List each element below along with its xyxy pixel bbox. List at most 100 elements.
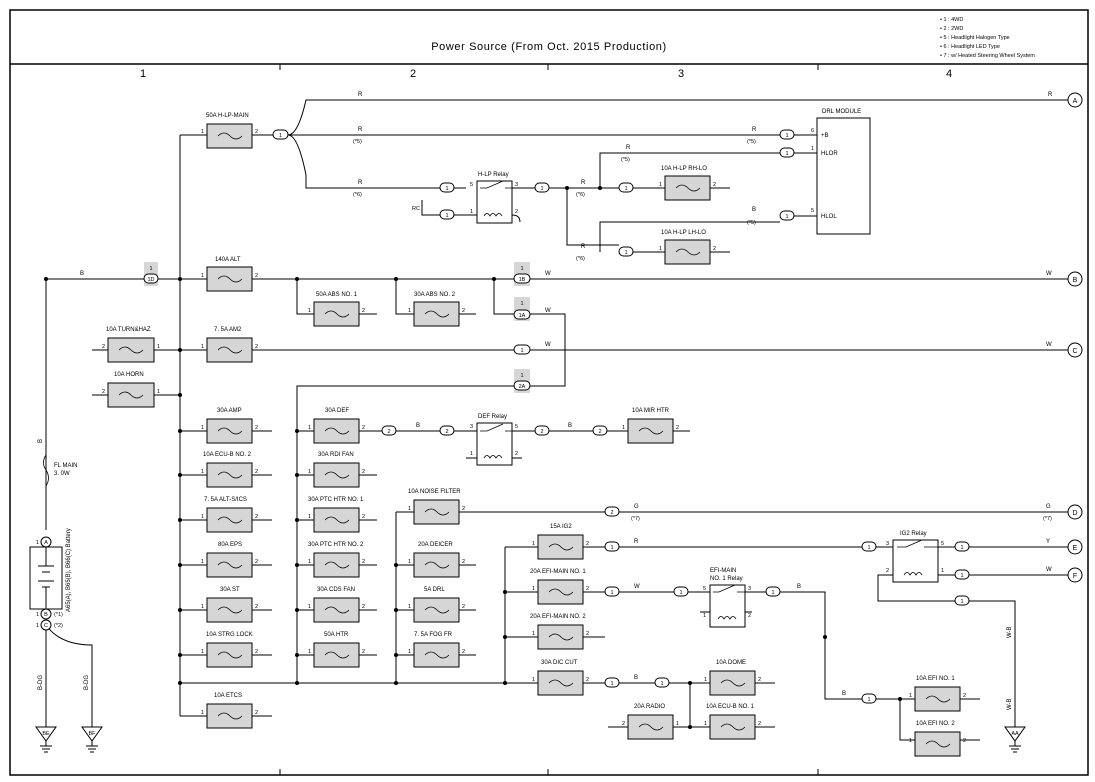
svg-text:1: 1 bbox=[408, 308, 411, 314]
svg-text:5: 5 bbox=[811, 208, 814, 214]
fl-main-fusible-link: FL MAIN 3. 0W bbox=[43, 454, 77, 487]
svg-text:10A TURN&HAZ: 10A TURN&HAZ bbox=[106, 327, 151, 333]
svg-text:A65(A), B65(B), B66(C) Battery: A65(A), B65(B), B66(C) Battery bbox=[66, 528, 72, 612]
svg-text:2: 2 bbox=[255, 604, 258, 610]
svg-text:R: R bbox=[358, 92, 363, 98]
svg-text:2: 2 bbox=[255, 559, 258, 565]
svg-text:7. 5A FOG FR: 7. 5A FOG FR bbox=[414, 632, 453, 638]
svg-text:B: B bbox=[80, 271, 84, 277]
notes-block: • 1 : 4WD • 2 : 2WD • 5 : Headlight Halo… bbox=[940, 17, 1035, 59]
svg-text:1: 1 bbox=[201, 649, 204, 655]
svg-text:2: 2 bbox=[886, 568, 889, 574]
pin-label: HLOL bbox=[821, 214, 837, 220]
svg-text:1: 1 bbox=[201, 425, 204, 431]
note-line: • 7 : w/ Heated Steering Wheel System bbox=[940, 53, 1035, 59]
svg-text:1: 1 bbox=[201, 514, 204, 520]
svg-text:10A EFI NO. 1: 10A EFI NO. 1 bbox=[916, 676, 955, 682]
note-line: • 1 : 4WD bbox=[940, 17, 963, 23]
svg-text:5: 5 bbox=[941, 541, 944, 547]
svg-text:2: 2 bbox=[462, 649, 465, 655]
svg-text:B: B bbox=[797, 584, 801, 590]
svg-text:1: 1 bbox=[659, 182, 662, 188]
svg-text:1: 1 bbox=[408, 649, 411, 655]
svg-text:10A ECU-B NO. 1: 10A ECU-B NO. 1 bbox=[706, 704, 755, 710]
svg-text:2: 2 bbox=[586, 586, 589, 592]
column-numbers: 1 2 3 4 bbox=[140, 68, 952, 80]
svg-text:2: 2 bbox=[610, 510, 613, 516]
svg-text:10A EFI NO. 2: 10A EFI NO. 2 bbox=[916, 721, 955, 727]
svg-text:AA: AA bbox=[1011, 731, 1019, 737]
svg-text:F: F bbox=[1073, 573, 1077, 580]
svg-text:2: 2 bbox=[362, 559, 365, 565]
svg-text:(*7): (*7) bbox=[1043, 516, 1052, 522]
svg-text:1: 1 bbox=[960, 573, 963, 579]
svg-text:10A HORN: 10A HORN bbox=[114, 372, 144, 378]
pin-label: HLOR bbox=[821, 151, 838, 157]
svg-text:10A ETCS: 10A ETCS bbox=[214, 693, 242, 699]
svg-text:2: 2 bbox=[362, 425, 365, 431]
svg-text:1: 1 bbox=[520, 373, 523, 379]
svg-text:1: 1 bbox=[540, 186, 543, 192]
inline-connectors: 1 1 1 1 1 1 1 1 1 1D 1 1B 1 1A 1 1 2A 1 … bbox=[36, 129, 970, 704]
drl-module: DRL MODULE +B HLOR HLOL 615 bbox=[811, 109, 871, 235]
svg-text:1: 1 bbox=[610, 590, 613, 596]
svg-text:10A ECU-B NO. 2: 10A ECU-B NO. 2 bbox=[203, 452, 252, 458]
svg-text:1: 1 bbox=[201, 273, 204, 279]
svg-text:2A: 2A bbox=[519, 384, 526, 390]
svg-text:1: 1 bbox=[157, 344, 160, 350]
svg-text:2: 2 bbox=[462, 604, 465, 610]
svg-text:2: 2 bbox=[255, 514, 258, 520]
svg-text:1: 1 bbox=[532, 541, 535, 547]
svg-text:1: 1 bbox=[408, 559, 411, 565]
svg-text:5: 5 bbox=[470, 182, 473, 188]
svg-text:1: 1 bbox=[201, 129, 204, 135]
svg-text:W: W bbox=[1046, 567, 1052, 573]
svg-text:1B: 1B bbox=[519, 277, 526, 283]
svg-text:10A H-LP RH-LO: 10A H-LP RH-LO bbox=[661, 166, 707, 172]
svg-text:2: 2 bbox=[713, 182, 716, 188]
svg-text:30A PTC HTR NO. 1: 30A PTC HTR NO. 1 bbox=[308, 497, 364, 503]
svg-text:1: 1 bbox=[867, 697, 870, 703]
svg-text:3: 3 bbox=[748, 586, 751, 592]
svg-text:W: W bbox=[545, 342, 551, 348]
svg-text:1: 1 bbox=[470, 209, 473, 215]
svg-text:15A IG2: 15A IG2 bbox=[550, 524, 572, 530]
svg-text:1: 1 bbox=[445, 186, 448, 192]
svg-text:R: R bbox=[581, 244, 586, 250]
svg-text:1: 1 bbox=[36, 612, 39, 618]
column-number: 3 bbox=[678, 68, 684, 80]
svg-text:1: 1 bbox=[785, 133, 788, 139]
svg-text:3: 3 bbox=[515, 182, 518, 188]
svg-text:B-DG: B-DG bbox=[38, 675, 44, 690]
svg-text:2: 2 bbox=[748, 613, 751, 619]
svg-text:1: 1 bbox=[201, 469, 204, 475]
svg-text:1: 1 bbox=[532, 586, 535, 592]
fuse-fog-fr: 7. 5A FOG FR 1 2 bbox=[408, 632, 465, 668]
svg-text:1: 1 bbox=[941, 568, 944, 574]
svg-text:1: 1 bbox=[445, 213, 448, 219]
svg-text:B: B bbox=[1073, 277, 1078, 284]
svg-text:3: 3 bbox=[470, 424, 473, 430]
svg-text:7. 5A AM2: 7. 5A AM2 bbox=[214, 327, 242, 333]
svg-text:1: 1 bbox=[622, 425, 625, 431]
svg-text:2: 2 bbox=[362, 469, 365, 475]
fuse-h-lp-rh-lo: 10A H-LP RH-LO 1 2 bbox=[659, 166, 716, 201]
svg-text:30A DEF: 30A DEF bbox=[325, 408, 349, 414]
svg-text:1: 1 bbox=[36, 623, 39, 629]
svg-text:20A EFI-MAIN NO. 1: 20A EFI-MAIN NO. 1 bbox=[530, 569, 586, 575]
svg-text:1: 1 bbox=[408, 506, 411, 512]
svg-text:1: 1 bbox=[308, 308, 311, 314]
svg-text:1: 1 bbox=[610, 545, 613, 551]
